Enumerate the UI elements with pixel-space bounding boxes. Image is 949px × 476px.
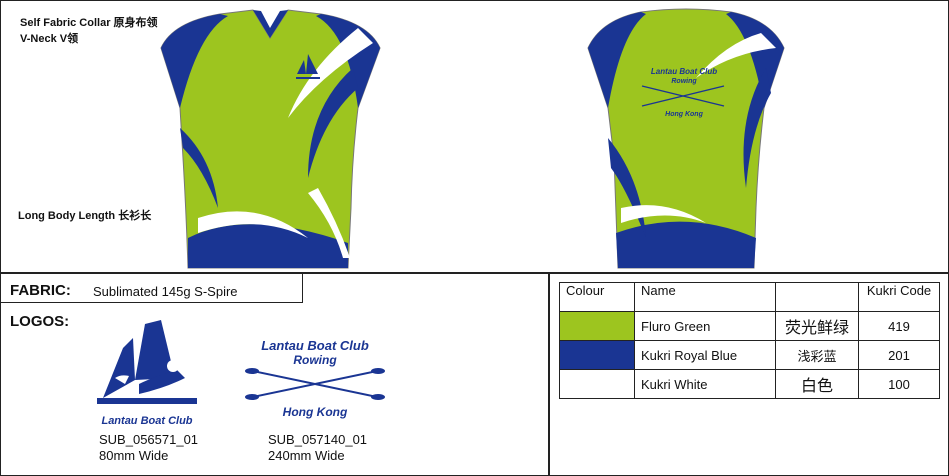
header-colour: Colour — [559, 282, 635, 312]
colour-table: Colour Name Kukri Code Fluro Green 荧光鲜绿 … — [559, 282, 940, 399]
lantau-boat-club-logo: Lantau Boat Club — [97, 320, 197, 427]
shirt-front — [160, 9, 381, 269]
logo1-size: 80mm Wide — [99, 448, 169, 463]
header-chinese — [775, 282, 859, 312]
colour-name: Fluro Green — [634, 311, 776, 341]
logo1-text: Lantau Boat Club — [101, 415, 192, 427]
fabric-value: Sublimated 145g S-Spire — [93, 284, 238, 299]
neck-note: V-Neck V领 — [20, 33, 79, 45]
logo2-size: 240mm Wide — [268, 448, 345, 463]
rowing-hong-kong-logo: Lantau Boat Club Rowing Hong Kong — [245, 338, 385, 419]
colour-name: Kukri White — [634, 369, 776, 399]
colour-name: Kukri Royal Blue — [634, 340, 776, 370]
logos-label: LOGOS: — [10, 313, 70, 330]
header-code: Kukri Code — [858, 282, 940, 312]
back-logo-line1: Lantau Boat Club — [651, 67, 717, 76]
colour-name-cn: 浅彩蓝 — [775, 340, 859, 370]
kukri-code: 201 — [858, 340, 940, 370]
header-name: Name — [634, 282, 776, 312]
table-row: Kukri Royal Blue 浅彩蓝 201 — [559, 340, 940, 370]
colour-swatch — [559, 369, 635, 399]
collar-note: Self Fabric Collar 原身布领 — [20, 17, 158, 29]
shirt-back — [587, 8, 785, 269]
back-logo-line2: Rowing — [671, 78, 697, 85]
logo2-code: SUB_057140_01 — [268, 432, 368, 447]
length-note: Long Body Length 长衫长 — [18, 210, 152, 222]
colour-table-header: Colour Name Kukri Code — [559, 282, 940, 312]
logo2-line1: Lantau Boat Club — [261, 338, 369, 353]
front-chest-logo — [296, 54, 320, 79]
logo1-code: SUB_056571_01 — [99, 432, 199, 447]
table-row: Kukri White 白色 100 — [559, 369, 940, 399]
logo2-line2: Rowing — [293, 353, 337, 367]
divider-horizontal — [0, 272, 949, 274]
colour-name-cn: 白色 — [775, 369, 859, 399]
kukri-code: 100 — [858, 369, 940, 399]
colour-swatch — [559, 311, 635, 341]
kukri-code: 419 — [858, 311, 940, 341]
table-row: Fluro Green 荧光鲜绿 419 — [559, 311, 940, 341]
divider-vertical — [548, 273, 550, 476]
colour-name-cn: 荧光鲜绿 — [775, 311, 859, 341]
fabric-box — [0, 274, 303, 303]
logo2-line3: Hong Kong — [283, 405, 348, 419]
fabric-label: FABRIC: — [10, 282, 71, 299]
back-rowing-logo: Lantau Boat Club Rowing Hong Kong — [641, 67, 725, 118]
colour-swatch — [559, 340, 635, 370]
back-logo-line3: Hong Kong — [665, 111, 703, 118]
